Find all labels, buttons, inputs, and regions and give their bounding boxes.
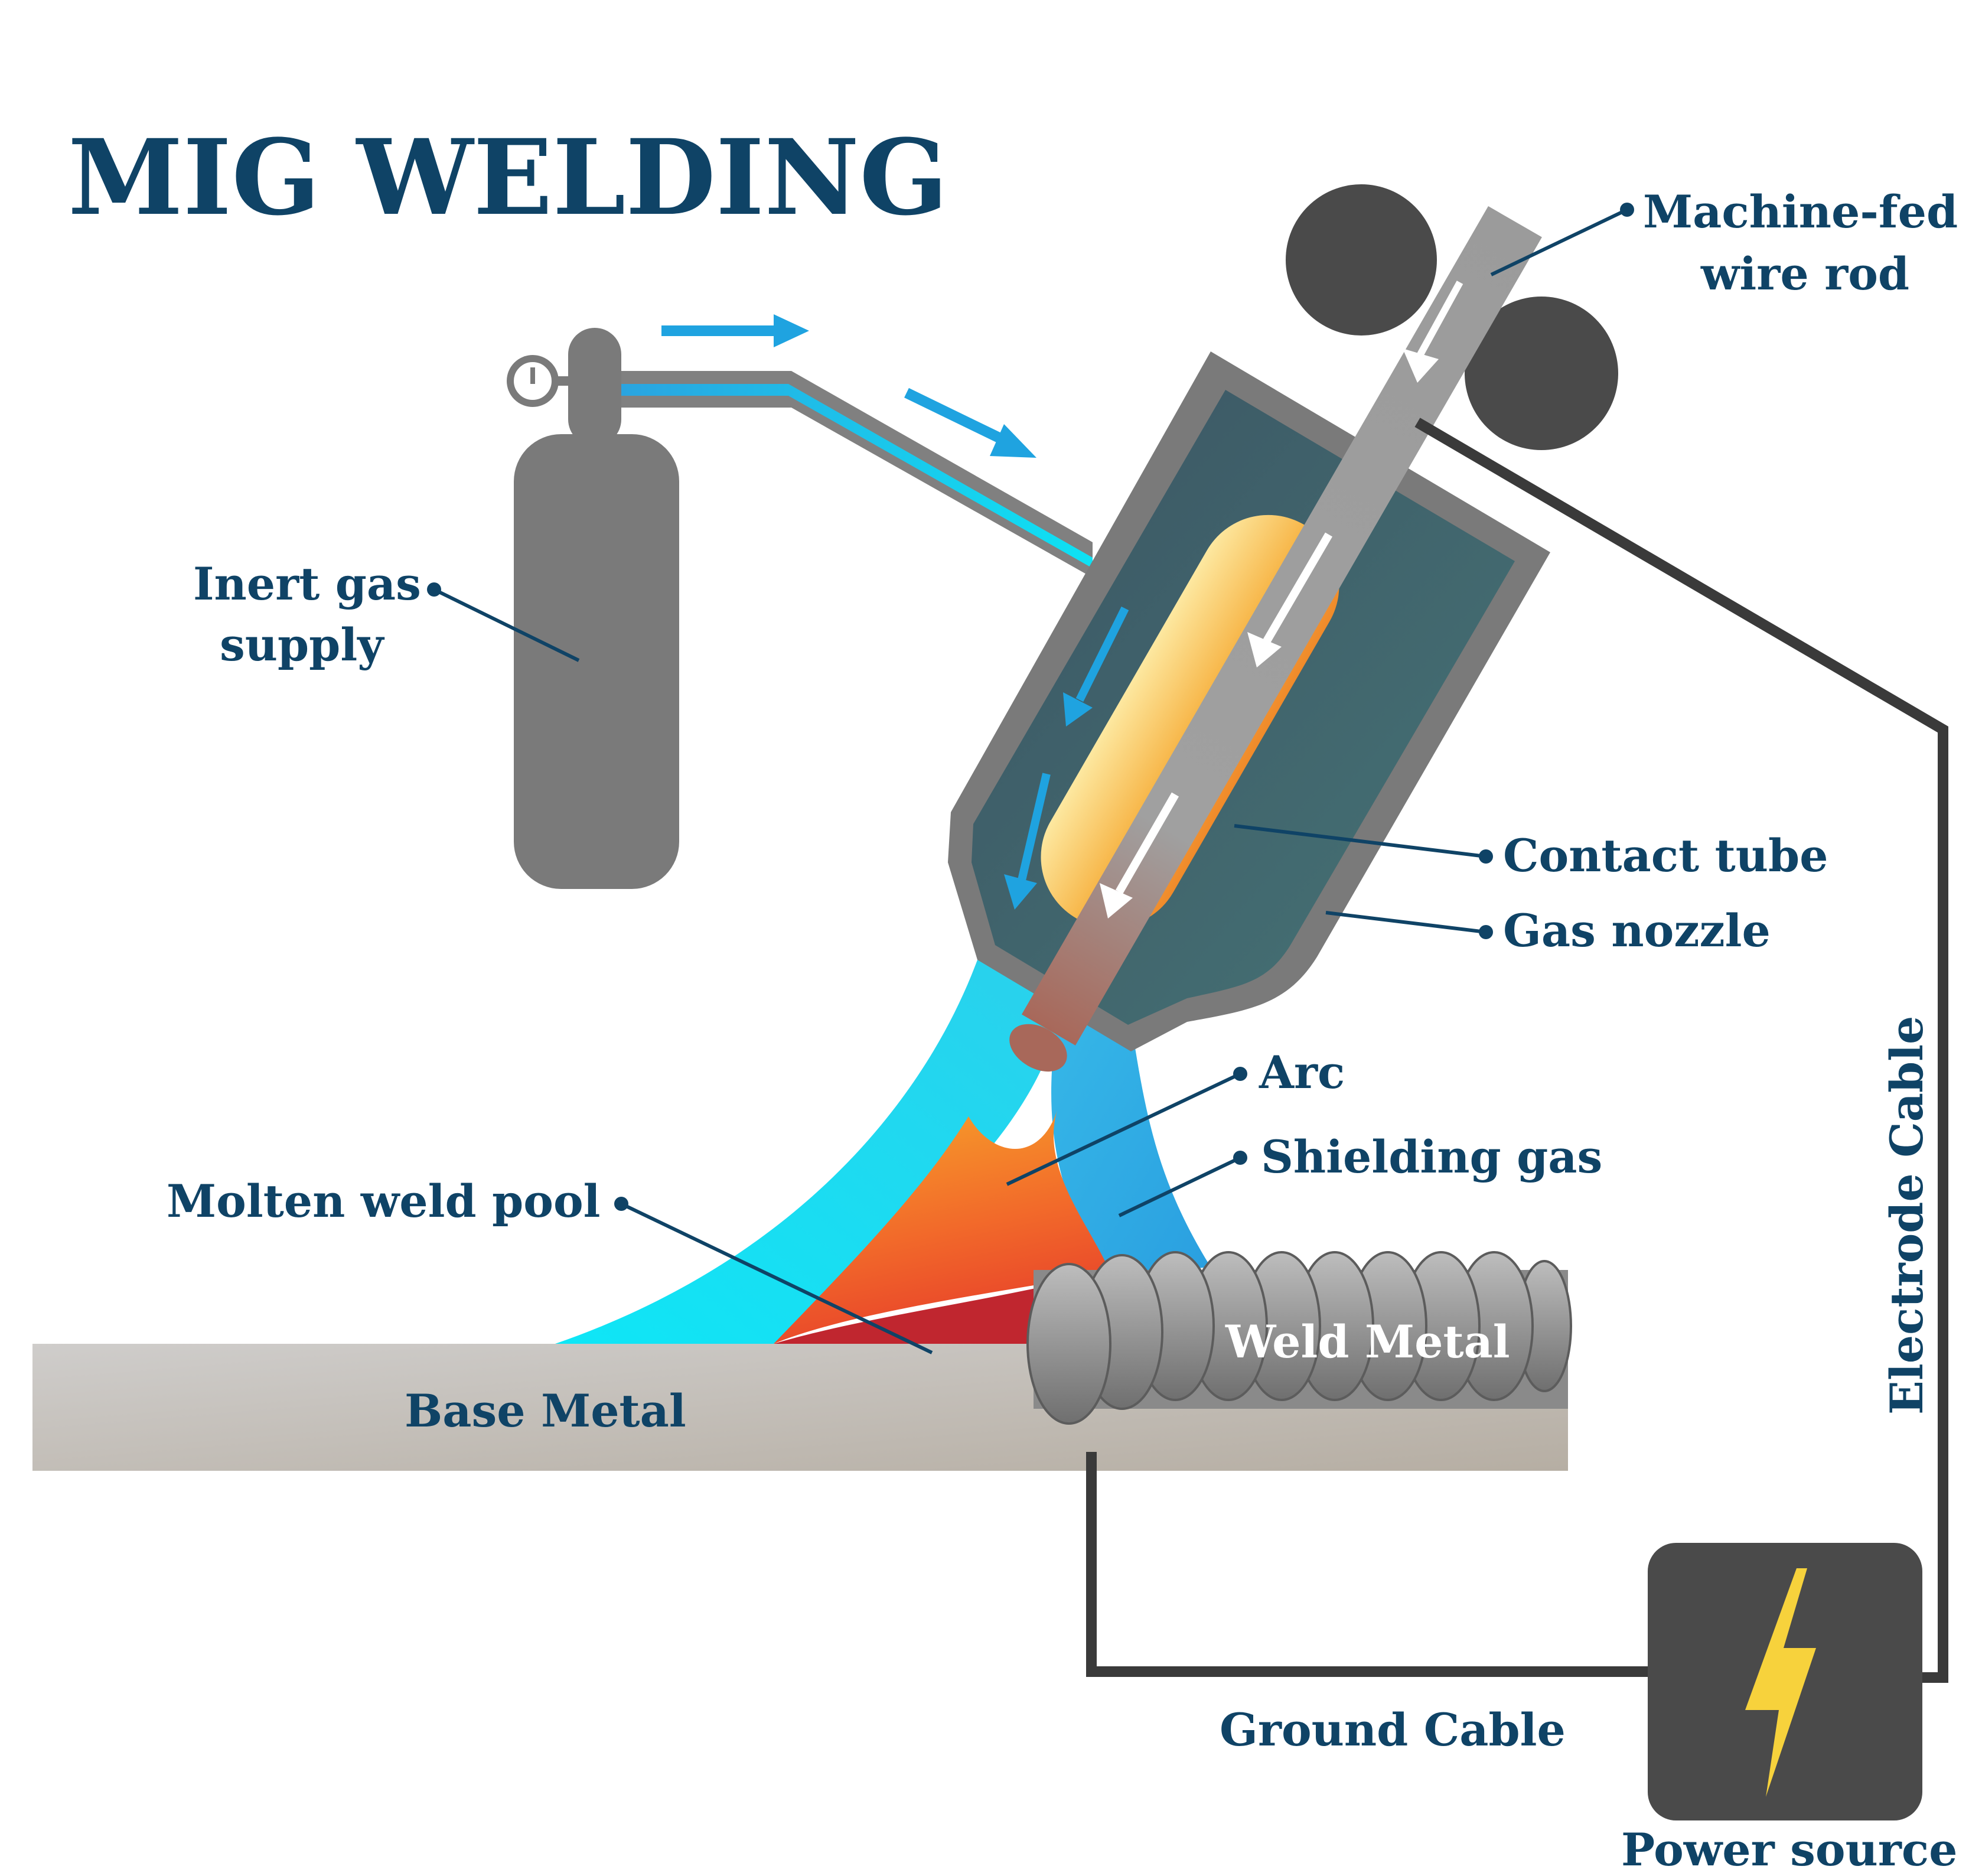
label-contact-tube: Contact tube [1503, 829, 1828, 882]
nozzle-gas-arrows [1004, 606, 1129, 910]
gas-cylinder [507, 328, 679, 889]
ground-cable [1086, 1452, 1651, 1677]
page-title: MIG WELDING [68, 116, 948, 239]
label-arc: Arc [1259, 1046, 1345, 1099]
feed-roller-bottom [1465, 297, 1618, 450]
weld-metal-bead [1026, 1251, 1572, 1425]
label-power-source: Power source [1621, 1823, 1957, 1876]
label-weld-metal: Weld Metal [1225, 1315, 1510, 1368]
label-inert-gas-supply-line2: supply [220, 618, 384, 671]
electrode-cable [1414, 418, 1948, 1683]
gas-hose [621, 371, 1093, 578]
power-source-box [1648, 1543, 1922, 1820]
label-machine-fed-wire-rod-line1: Machine-fed [1643, 185, 1958, 238]
label-molten-weld-pool: Molten weld pool [167, 1175, 601, 1227]
label-base-metal: Base Metal [405, 1385, 686, 1437]
lightning-bolt-icon [1745, 1568, 1816, 1797]
label-electrode-cable: Electrode Cable [1880, 1016, 1933, 1415]
gas-flow-arrows [661, 314, 1036, 458]
label-machine-fed-wire-rod-line2: wire rod [1700, 247, 1909, 300]
leader-lines [427, 203, 1634, 1354]
shielding-gas-plume [555, 960, 1211, 1344]
label-inert-gas-supply-line1: Inert gas [193, 558, 421, 610]
pressure-gauge-icon [507, 355, 574, 407]
arc [774, 1110, 1110, 1344]
feed-roller-top [1286, 184, 1437, 336]
wire-feed-arrows [1100, 281, 1463, 919]
label-ground-cable: Ground Cable [1220, 1704, 1566, 1756]
label-shielding-gas: Shielding gas [1261, 1131, 1602, 1183]
label-gas-nozzle: Gas nozzle [1503, 904, 1771, 957]
